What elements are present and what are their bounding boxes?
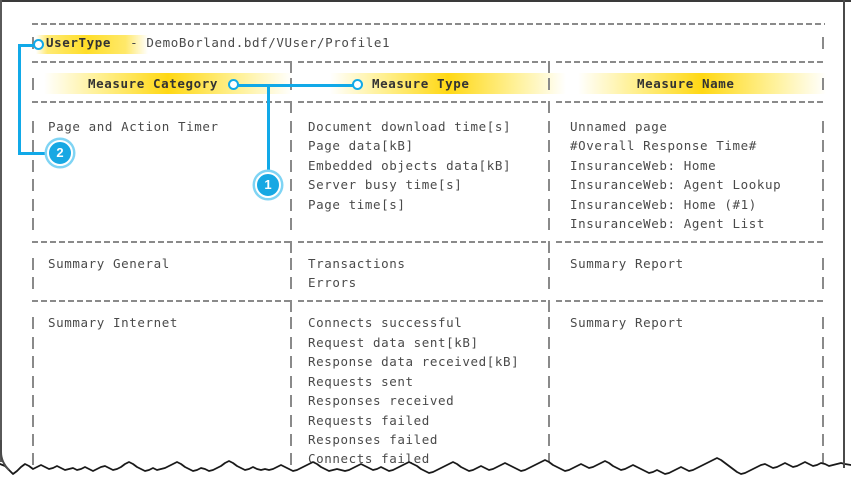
document-title-value: - DemoBorland.bdf/VUser/Profile1	[122, 35, 391, 50]
group-category-label: Page and Action Timer	[48, 119, 219, 134]
column-header-measure-type: Measure Type	[372, 76, 470, 91]
measure-name-cell: Summary Report	[570, 256, 684, 271]
column-header-measure-category: Measure Category	[88, 76, 219, 91]
rule-group-1-2	[0, 232, 851, 251]
measure-name-cell: InsuranceWeb: Agent Lookup	[570, 177, 782, 192]
measure-type-cell: Request data sent[kB]	[308, 335, 479, 350]
measure-name-cell: InsuranceWeb: Home (#1)	[570, 197, 757, 212]
callout-2[interactable]: 2	[47, 140, 73, 166]
document-frame-left-border	[0, 0, 2, 462]
rule-pipe-d1	[290, 300, 292, 312]
rule-under-header	[0, 92, 851, 111]
rule-under-title	[0, 52, 851, 71]
torn-paper-edge	[0, 440, 851, 491]
rule-pipe-b1	[290, 101, 292, 113]
measure-type-cell: Requests sent	[308, 374, 414, 389]
measure-type-cell: Errors	[308, 275, 357, 290]
annotation-dot-measure-type	[352, 79, 363, 90]
measure-type-cell: Server busy time[s]	[308, 177, 463, 192]
measure-type-cell: Responses received	[308, 393, 455, 408]
measure-type-cell: Connects failed	[308, 451, 430, 466]
annotation-connector-2-top	[18, 44, 40, 47]
rule-pipe-a2	[548, 61, 550, 73]
measure-type-cell: Document download time[s]	[308, 119, 512, 134]
measure-name-cell: InsuranceWeb: Home	[570, 158, 717, 173]
annotation-dot-measure-category	[228, 79, 239, 90]
annotation-connector-2-vertical	[18, 44, 21, 154]
rule-pipe-c2	[548, 241, 550, 253]
rule-pipe-c1	[290, 241, 292, 253]
column-header-measure-name: Measure Name	[637, 76, 735, 91]
document-frame-right-border	[843, 0, 845, 470]
measure-type-cell: Page time[s]	[308, 197, 406, 212]
measure-name-cell: #Overall Response Time#	[570, 138, 757, 153]
annotation-connector-2-bottom	[18, 152, 60, 155]
measure-name-cell: Summary Report	[570, 315, 684, 330]
annotation-connector-1-vertical	[267, 84, 270, 184]
measure-type-cell: Embedded objects data[kB]	[308, 158, 512, 173]
rule-top	[0, 14, 851, 33]
measure-type-cell: Response data received[kB]	[308, 354, 520, 369]
torn-edge-fill	[0, 458, 851, 491]
annotation-connector-1-horizontal	[238, 84, 359, 87]
rule-pipe-a1	[290, 61, 292, 73]
torn-edge-stroke	[0, 457, 851, 475]
measure-type-cell: Page data[kB]	[308, 138, 414, 153]
group-category-label: Summary General	[48, 256, 170, 271]
document-title-label: UserType	[46, 35, 112, 50]
frame-left-tail	[0, 440, 10, 471]
measure-name-cell: Unnamed page	[570, 119, 668, 134]
group-category-label: Summary Internet	[48, 315, 179, 330]
measure-type-cell: Connects successful	[308, 315, 463, 330]
document-frame-top-border	[0, 0, 851, 2]
annotation-dot-usertype	[33, 39, 44, 50]
measure-type-cell: Responses failed	[308, 432, 439, 447]
callout-1[interactable]: 1	[255, 172, 281, 198]
torn-edge-svg	[0, 440, 851, 491]
row-document-title: UserType - DemoBorland.bdf/VUser/Profile…	[0, 35, 851, 252]
measure-type-cell: Transactions	[308, 256, 406, 271]
rule-group-2-3	[0, 291, 851, 310]
measure-name-cell: InsuranceWeb: Agent List	[570, 216, 766, 231]
rule-pipe-d2	[548, 300, 550, 312]
rule-pipe-b2	[548, 101, 550, 113]
measure-type-cell: Requests failed	[308, 413, 430, 428]
